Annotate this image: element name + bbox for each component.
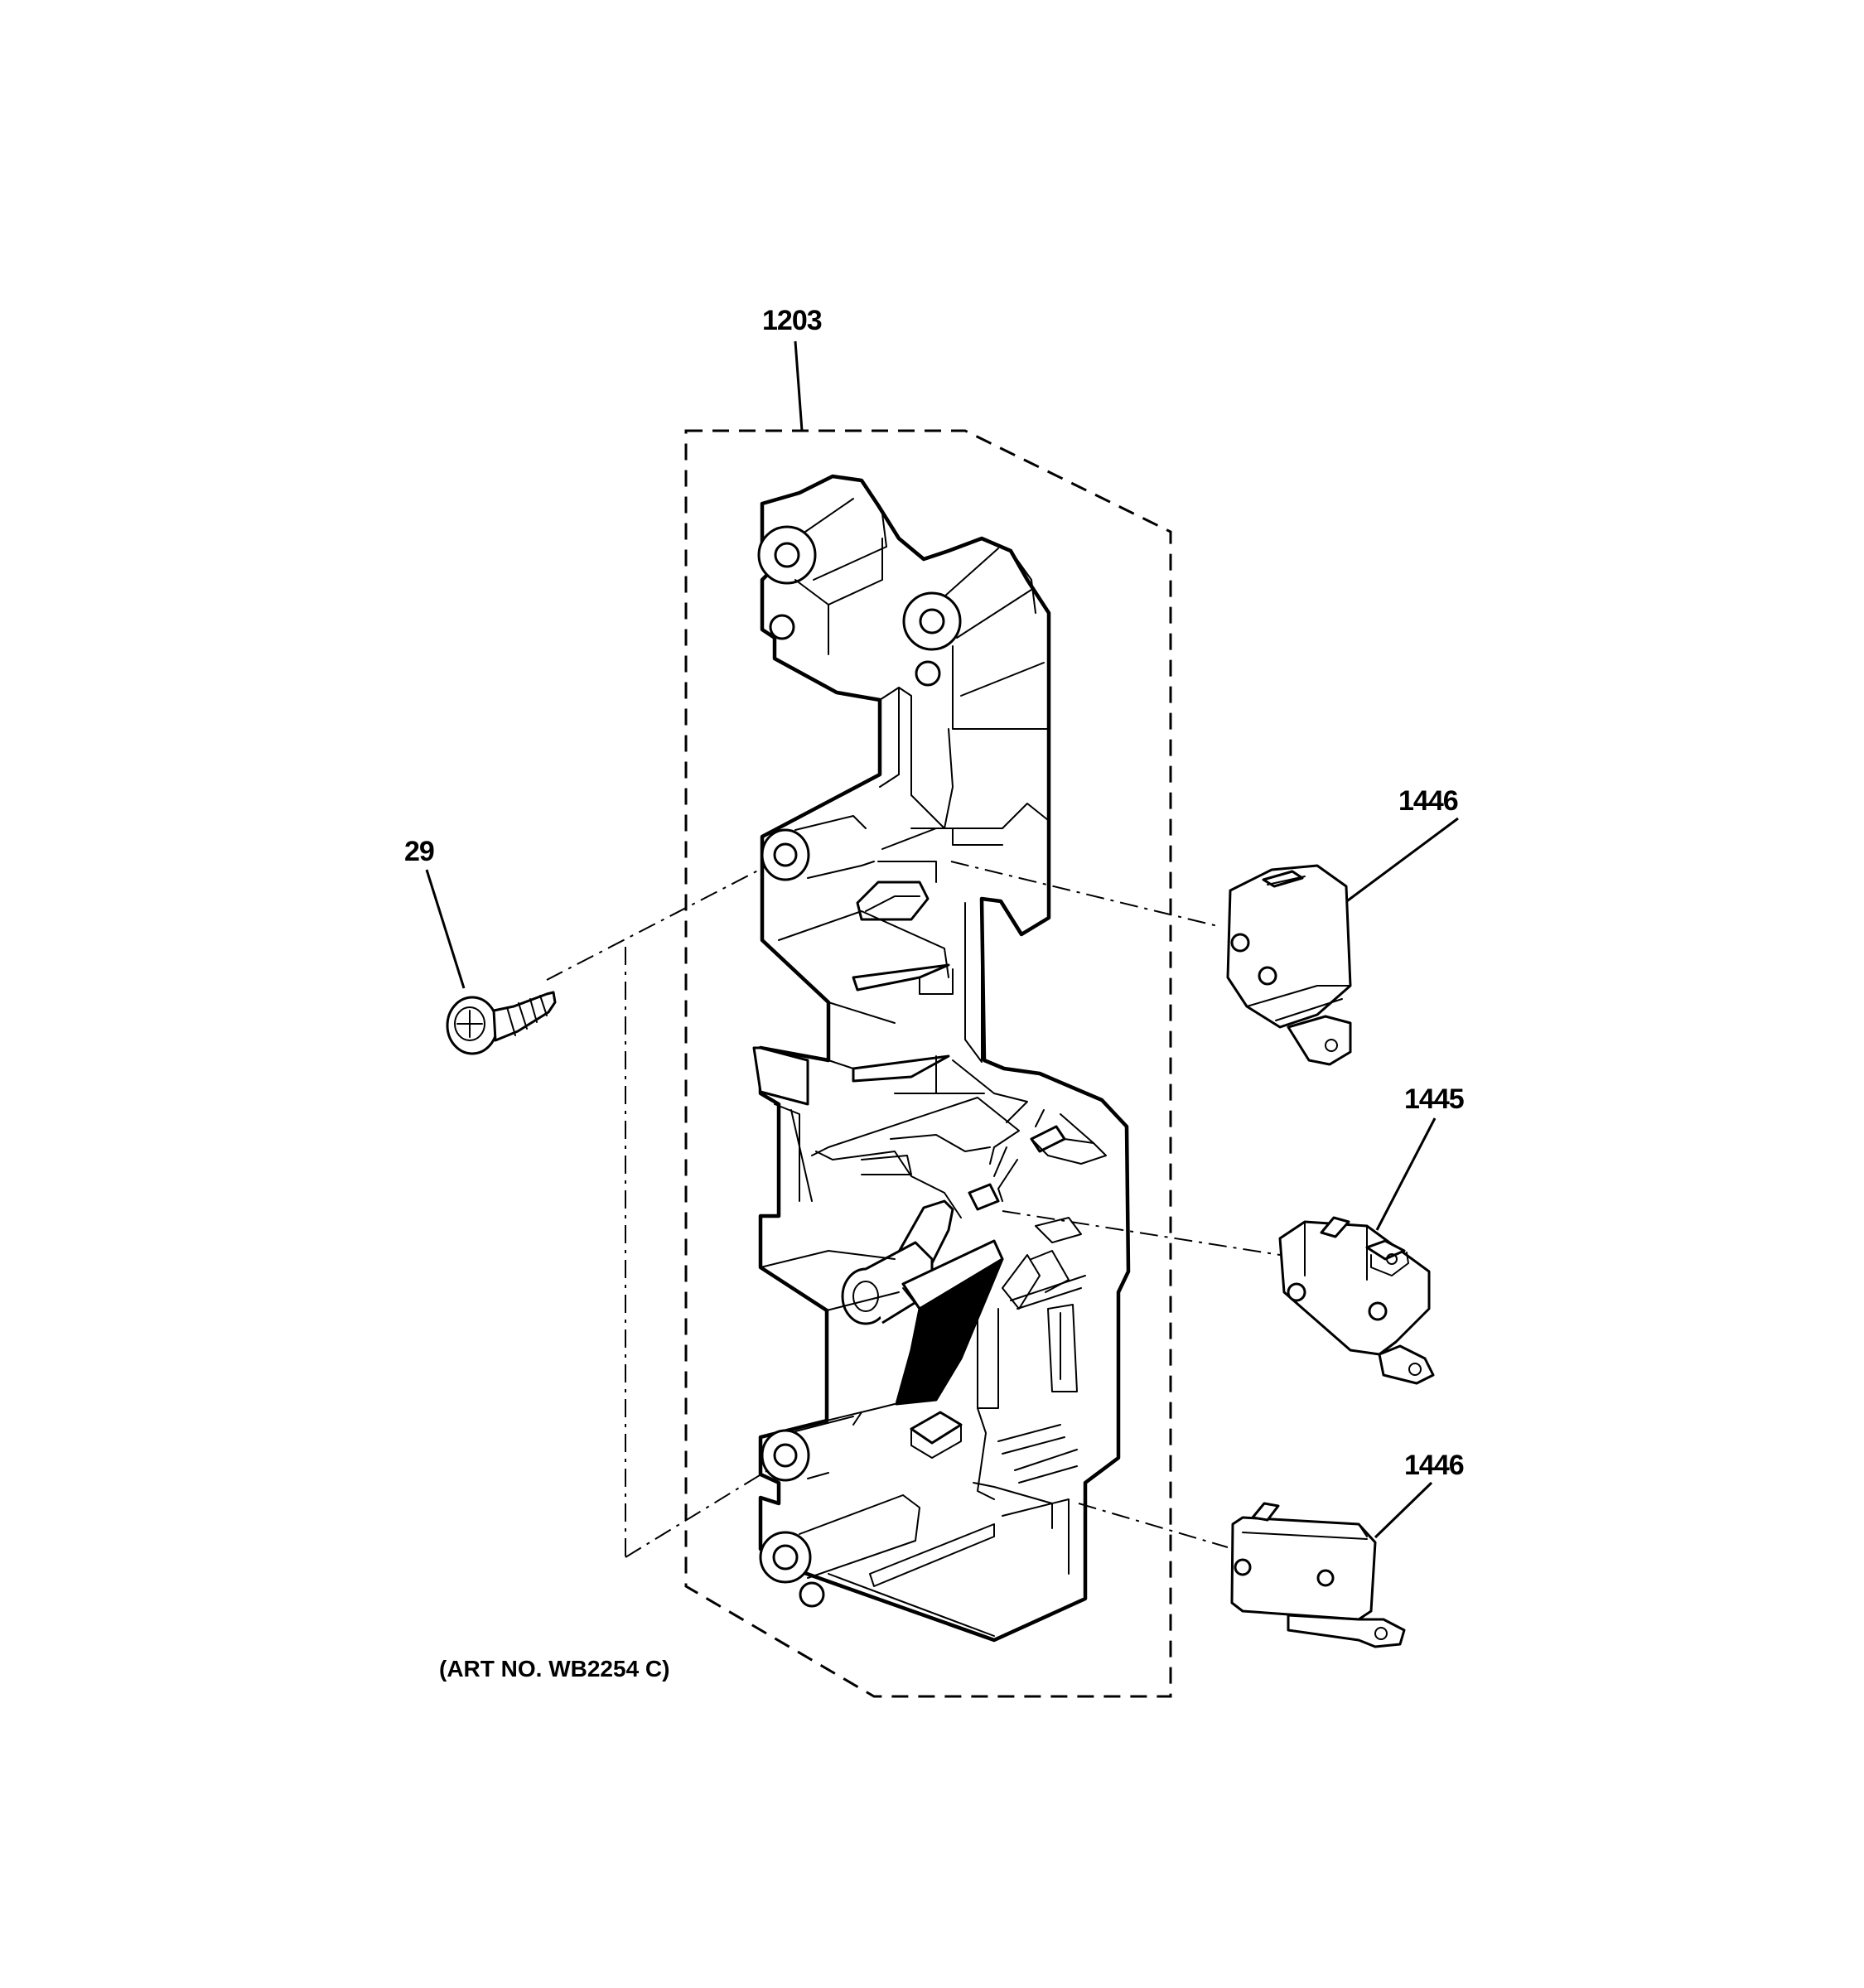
screw-29 (446, 991, 557, 1055)
micro-switch-1445 (1278, 1216, 1435, 1385)
assembly-boundary (684, 429, 1172, 1698)
bracket-1203 (752, 474, 1131, 1643)
micro-switch-1446-top (1226, 864, 1352, 1066)
callout-1446-bottom: 1446 (1404, 1450, 1464, 1481)
art-number: (ART NO. WB2254 C) (439, 1656, 669, 1682)
leader-lines (425, 340, 1459, 1539)
alignment-lines (546, 859, 1281, 1558)
callout-1446-top: 1446 (1398, 785, 1458, 817)
callout-29: 29 (404, 836, 434, 867)
micro-switch-1446-bottom (1230, 1502, 1406, 1648)
callout-1445: 1445 (1404, 1083, 1464, 1115)
callout-1203: 1203 (762, 305, 822, 336)
